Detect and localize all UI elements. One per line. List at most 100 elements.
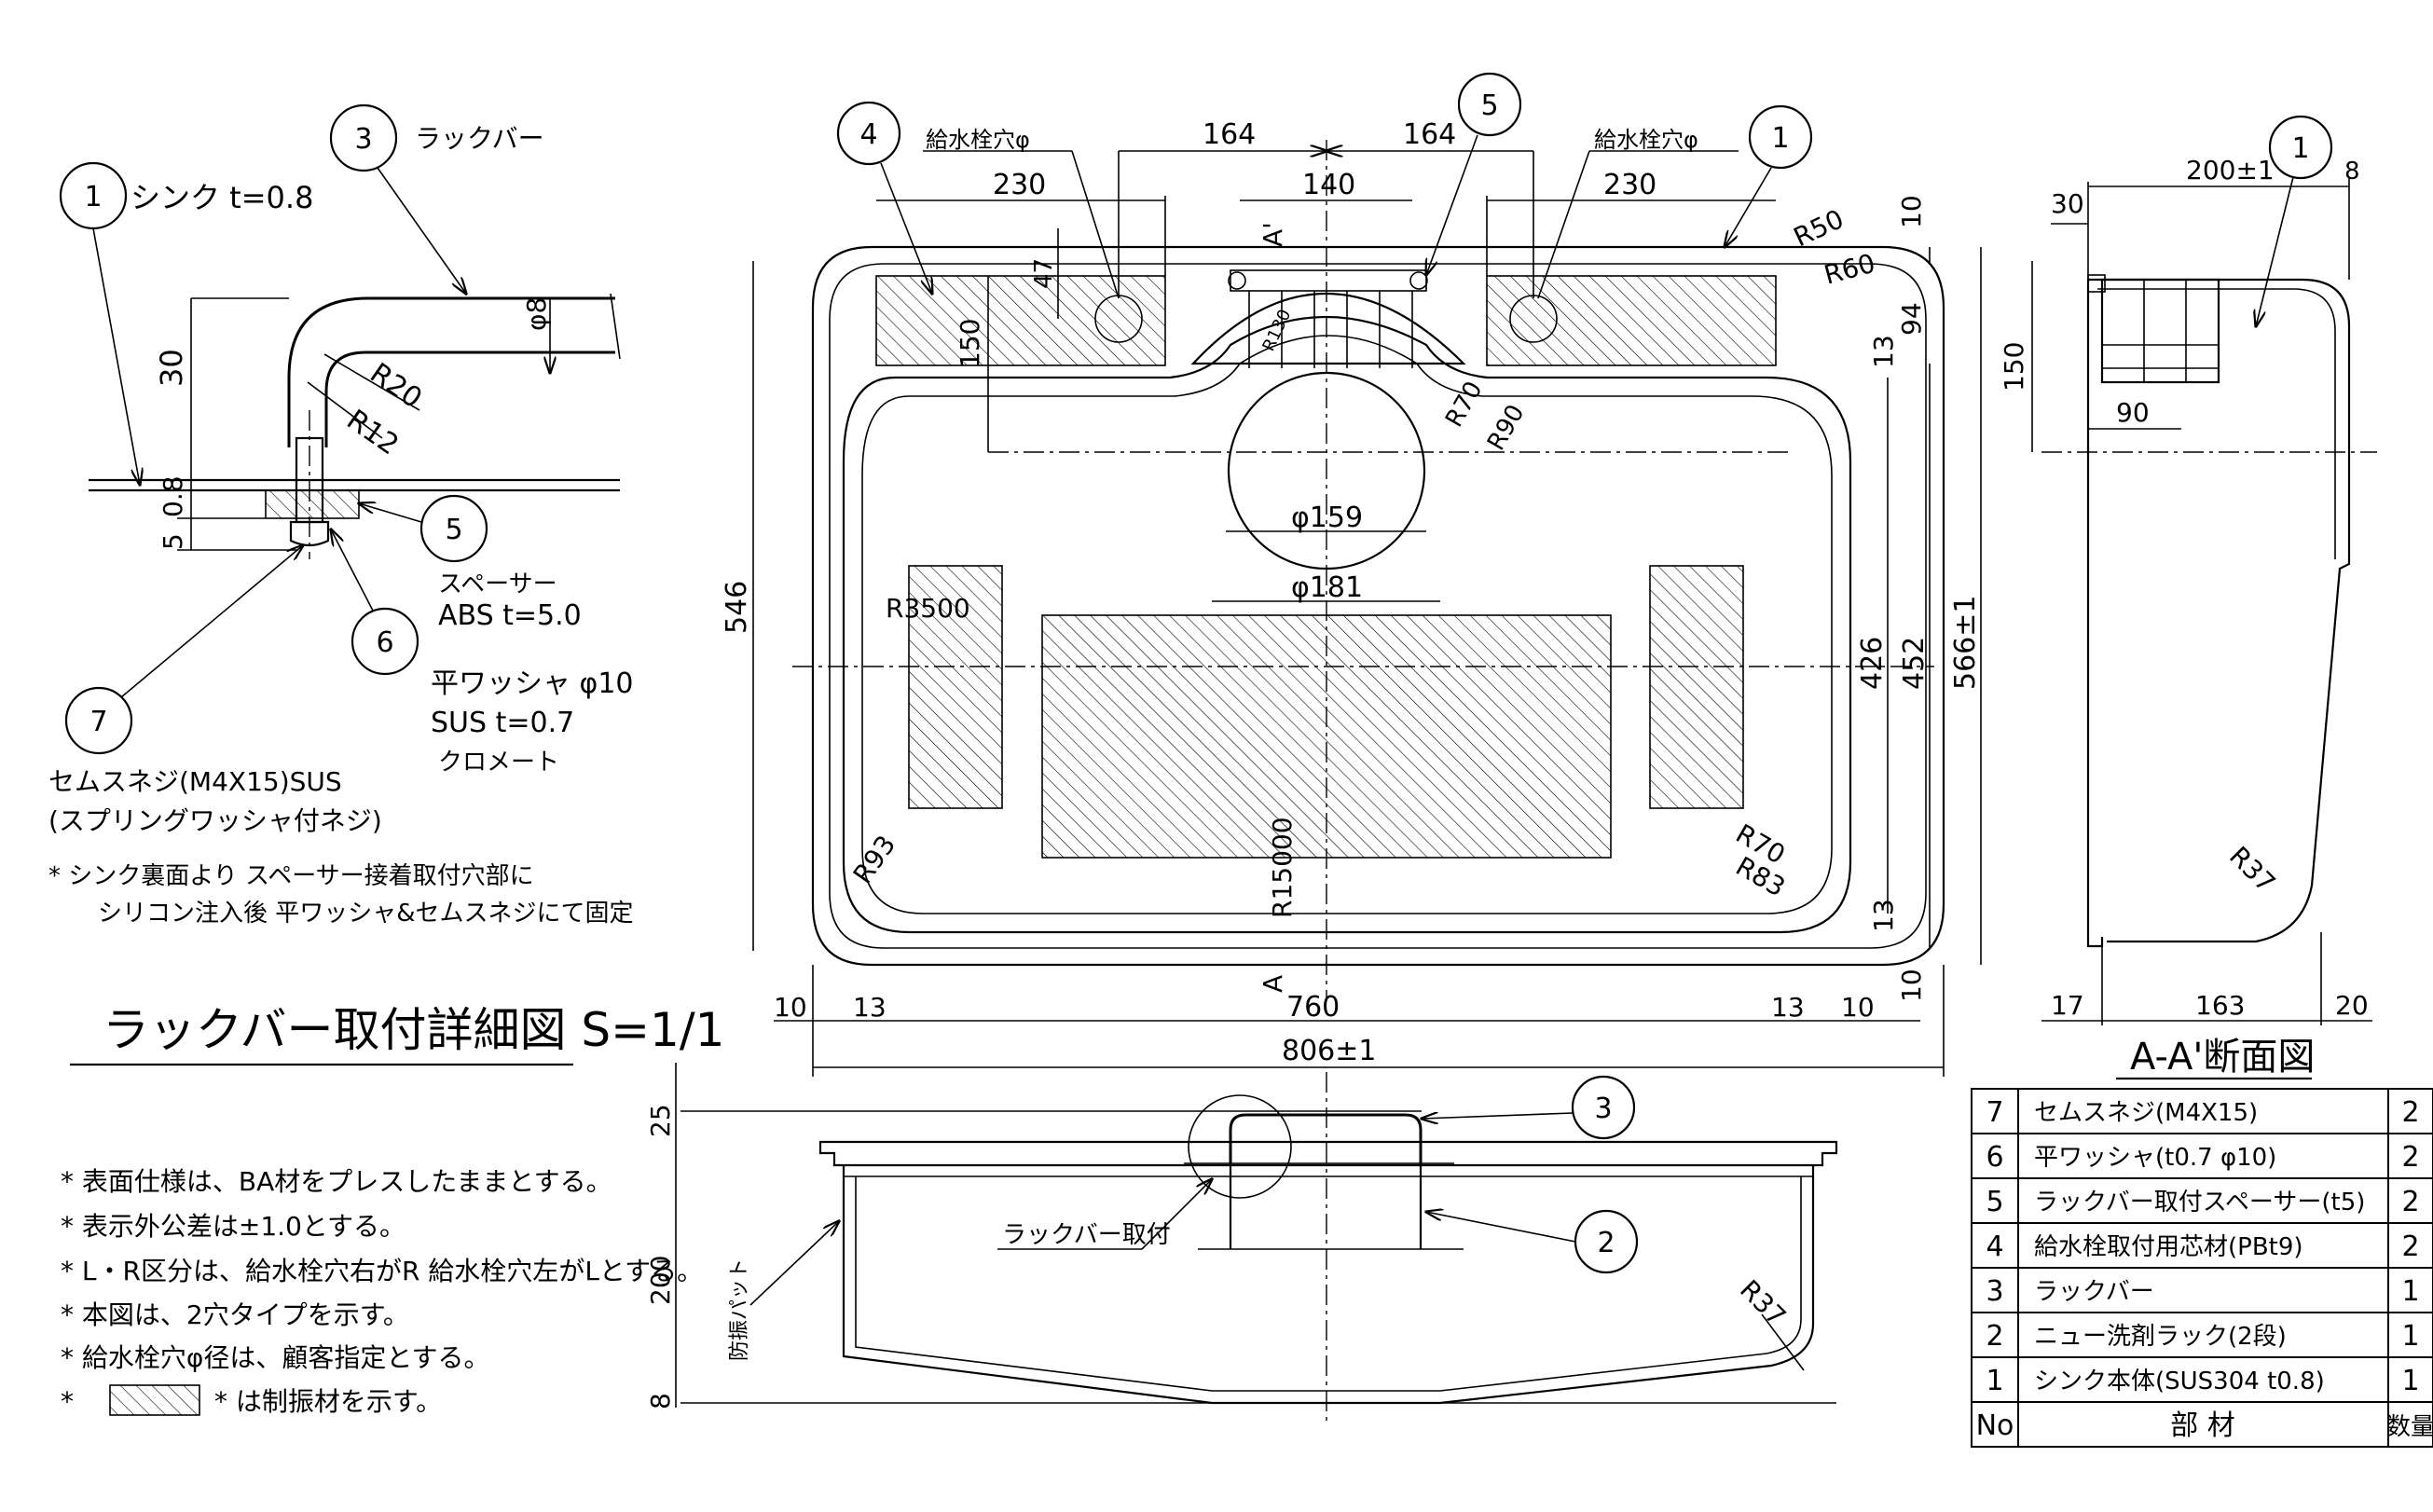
- svg-text:シンク本体(SUS304 t0.8): シンク本体(SUS304 t0.8): [2034, 1368, 2325, 1395]
- svg-text:1: 1: [2291, 132, 2309, 165]
- svg-text:7: 7: [1986, 1096, 2003, 1129]
- dim-806: 806±1: [1282, 1035, 1376, 1067]
- svg-text:7: 7: [89, 706, 107, 738]
- svg-text:セムスネジ(M4X15): セムスネジ(M4X15): [2034, 1099, 2258, 1127]
- dim-r90: R90: [1482, 400, 1531, 455]
- section-dim-20: 20: [2335, 990, 2369, 1021]
- svg-text:6: 6: [1986, 1141, 2003, 1174]
- section-dim-8: 8: [2344, 158, 2360, 186]
- label-rackbar-mount: ラックバー取付: [1002, 1221, 1171, 1249]
- dim-13-left: 13: [853, 992, 887, 1023]
- front-view: 25 200 8 ラックバー取付 防振パット R37 3 2: [645, 1063, 1838, 1426]
- label-washer-spec: SUS t=0.7: [431, 707, 574, 739]
- dim-r3500: R3500: [886, 593, 970, 624]
- damping-pad-right: [1649, 565, 1744, 809]
- section-dim-90: 90: [2116, 397, 2150, 428]
- section-dim-17: 17: [2051, 990, 2084, 1021]
- dim-r12: R12: [340, 404, 404, 462]
- dim-r20: R20: [364, 357, 427, 416]
- label-anti-vibration-pad: 防振パット: [728, 1258, 751, 1361]
- svg-text:3: 3: [1986, 1275, 2003, 1308]
- svg-text:平ワッシャ(t0.7 φ10): 平ワッシャ(t0.7 φ10): [2034, 1144, 2276, 1172]
- dim-13-right: 13: [1771, 992, 1805, 1023]
- dim-10-top: 10: [1896, 195, 1927, 228]
- table-header: No 部 材 数量: [1976, 1409, 2433, 1442]
- dim-r60: R60: [1821, 248, 1878, 291]
- table-row: 7 セムスネジ(M4X15) 2: [1986, 1096, 2419, 1129]
- svg-text:1: 1: [84, 181, 102, 213]
- dim-230-right: 230: [1603, 169, 1656, 201]
- balloon-3-front: [1571, 1075, 1636, 1140]
- label-washer: 平ワッシャ φ10: [431, 667, 634, 700]
- dim-10-bottom: 10: [1896, 969, 1927, 1002]
- balloon-4-plan: [836, 101, 901, 166]
- dim-452: 452: [1898, 637, 1931, 690]
- faucet-hole-label-right: 給水栓穴φ: [1594, 127, 1698, 153]
- note-6: * は制振材を示す。: [214, 1386, 442, 1417]
- svg-text:5: 5: [1480, 89, 1498, 122]
- dim-phi181: φ181: [1291, 571, 1363, 604]
- dim-phi8: φ8: [521, 297, 552, 331]
- svg-text:2: 2: [2401, 1230, 2419, 1263]
- svg-text:給水栓取付用芯材(PBt9): 給水栓取付用芯材(PBt9): [2034, 1233, 2303, 1261]
- table-row: 3 ラックバー 1: [1986, 1275, 2419, 1308]
- balloon-5-detail: [419, 494, 488, 563]
- dim-13-bottom: 13: [1868, 899, 1899, 932]
- dim-r70-top: R70: [1440, 377, 1489, 432]
- label-sink: シンク t=0.8: [131, 180, 313, 215]
- dim-phi159: φ159: [1291, 502, 1363, 534]
- svg-text:5: 5: [445, 514, 462, 546]
- header-part: 部 材: [2170, 1409, 2235, 1442]
- svg-text:2: 2: [2401, 1096, 2419, 1129]
- dim-140: 140: [1302, 169, 1355, 201]
- section-mark-a: A: [1258, 975, 1288, 993]
- dim-30: 30: [154, 349, 189, 387]
- dim-164-left: 164: [1203, 118, 1256, 151]
- detail-note-1: * シンク裏面より スペーサー接着取付穴部に: [48, 862, 534, 890]
- note-5: * 給水栓穴φ径は、顧客指定とする。: [61, 1342, 490, 1373]
- damping-legend-swatch: [109, 1384, 200, 1416]
- header-no: No: [1976, 1409, 2014, 1442]
- balloon-1-plan: [1748, 104, 1813, 170]
- detail-title: ラックバー取付詳細図 S=1/1: [103, 1003, 725, 1057]
- dim-164-right: 164: [1403, 118, 1456, 151]
- dim-94: 94: [1896, 302, 1927, 336]
- dim-546: 546: [721, 581, 753, 634]
- parts-table: 7 セムスネジ(M4X15) 2 6 平ワッシャ(t0.7 φ10) 2 5 ラ…: [1971, 1088, 2433, 1448]
- section-dim-163: 163: [2195, 990, 2245, 1021]
- balloon-7-detail: [64, 686, 133, 755]
- svg-text:1: 1: [1771, 122, 1789, 155]
- table-row: 5 ラックバー取付スペーサー(t5) 2: [1986, 1186, 2419, 1218]
- svg-text:1: 1: [2401, 1275, 2419, 1308]
- dim-47: 47: [1030, 258, 1058, 289]
- svg-text:2: 2: [2401, 1141, 2419, 1174]
- dim-r50: R50: [1789, 203, 1849, 253]
- dim-10-left: 10: [774, 992, 807, 1023]
- front-dim-8: 8: [645, 1393, 676, 1409]
- section-dim-30: 30: [2051, 188, 2084, 219]
- svg-text:*: *: [61, 1386, 74, 1417]
- balloon-5-plan: [1457, 72, 1522, 137]
- note-2: * 表示外公差は±1.0とする。: [61, 1211, 406, 1242]
- section-view: 30 200±1 8 150 90 R37 17 163 20 1 A-A'断面…: [1999, 115, 2377, 1080]
- dim-150: 150: [955, 319, 985, 368]
- svg-text:2: 2: [1597, 1227, 1615, 1259]
- svg-text:6: 6: [376, 626, 393, 659]
- front-dim-25: 25: [645, 1104, 676, 1137]
- label-screw: セムスネジ(M4X15)SUS: [48, 766, 342, 797]
- dim-5: 5: [158, 533, 188, 550]
- balloon-3-detail: [329, 103, 398, 172]
- svg-text:4: 4: [859, 118, 877, 151]
- label-washer-finish: クロメート: [438, 749, 559, 777]
- svg-text:ラックバー取付スペーサー(t5): ラックバー取付スペーサー(t5): [2034, 1189, 2365, 1216]
- table-row: 2 ニュー洗剤ラック(2段) 1: [1986, 1320, 2419, 1353]
- svg-text:5: 5: [1986, 1186, 2003, 1218]
- damping-pad-left: [908, 565, 1003, 809]
- dim-10-right: 10: [1841, 992, 1875, 1023]
- dim-r93: R93: [847, 830, 902, 889]
- dim-r15000: R15000: [1267, 817, 1298, 918]
- faucet-hole-label-left: 給水栓穴φ: [926, 127, 1030, 153]
- section-dim-r37: R37: [2223, 841, 2281, 899]
- label-spacer: スペーサー: [438, 570, 557, 598]
- section-title: A-A'断面図: [2130, 1036, 2315, 1079]
